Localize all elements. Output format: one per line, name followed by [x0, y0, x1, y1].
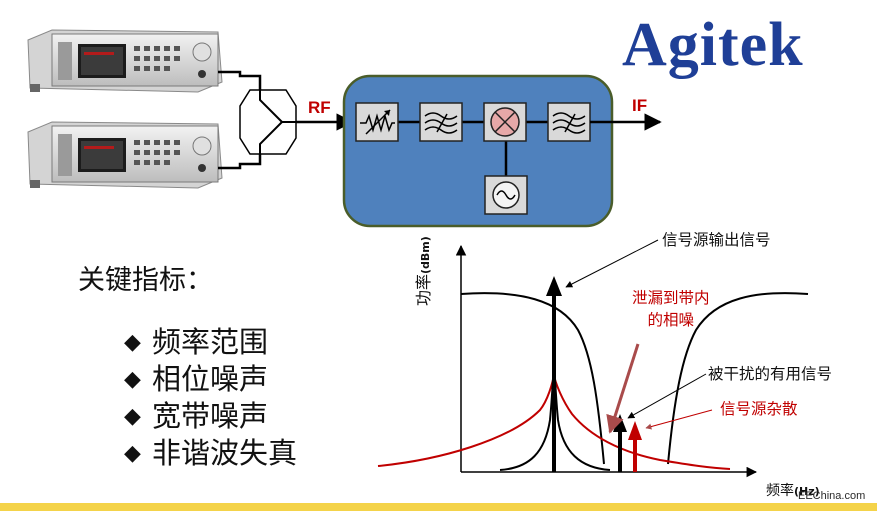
- filter-response-right: [667, 292, 809, 465]
- spectrum-plot: [377, 239, 809, 478]
- filter-icon: [419, 102, 463, 142]
- y-axis-label: 功率(dBm): [410, 236, 434, 306]
- spur-annotation: 信号源杂散: [720, 400, 798, 418]
- receiver-block: [342, 74, 614, 228]
- indicator-label: 相位噪声: [152, 362, 269, 396]
- y-axis-unit: (dBm): [419, 236, 432, 274]
- key-indicators-list: ◆ 频率范围 ◆ 相位噪声 ◆ 宽带噪声 ◆ 非谐波失真: [124, 324, 297, 472]
- filter-response-left: [460, 292, 605, 465]
- indicator-label: 频率范围: [152, 325, 269, 359]
- interfered-signal-annotation: 被干扰的有用信号: [708, 365, 833, 383]
- if-label: IF: [632, 96, 648, 115]
- rf-label: RF: [308, 98, 331, 117]
- generator-cables: [218, 70, 262, 170]
- mixer-icon: [483, 102, 527, 142]
- attenuator-icon: [355, 102, 399, 142]
- list-item: ◆ 非谐波失真: [124, 435, 297, 472]
- indicator-label: 宽带噪声: [152, 399, 269, 433]
- leak-annotation: 泄漏到带内 的相噪: [632, 287, 710, 331]
- list-item: ◆ 频率范围: [124, 324, 297, 361]
- list-item: ◆ 宽带噪声: [124, 398, 297, 435]
- diamond-bullet-icon: ◆: [124, 367, 141, 392]
- spur-pointer: [645, 409, 713, 430]
- source-output-pointer: [565, 239, 659, 288]
- watermark: EEChina.com: [798, 490, 866, 502]
- phase-noise-curve: [377, 375, 731, 470]
- combiner-icon: [239, 89, 297, 155]
- diamond-bullet-icon: ◆: [124, 441, 141, 466]
- x-axis-label: 频率(Hz): [766, 480, 820, 500]
- y-axis-label-text: 功率: [414, 273, 433, 306]
- leak-pointer: [606, 343, 640, 434]
- signal-chain: [398, 120, 548, 176]
- leak-annotation-line2: 的相噪: [647, 311, 695, 329]
- list-item: ◆ 相位噪声: [124, 361, 297, 398]
- footer-bar: [0, 503, 877, 511]
- interfered-pointer: [627, 373, 707, 419]
- diamond-bullet-icon: ◆: [124, 330, 141, 355]
- oscillator-icon: [484, 175, 528, 215]
- source-output-annotation: 信号源输出信号: [662, 231, 771, 249]
- indicator-label: 非谐波失真: [152, 436, 298, 470]
- diamond-bullet-icon: ◆: [124, 404, 141, 429]
- signal-generator-1: [27, 29, 223, 93]
- x-axis-label-text: 频率: [766, 483, 794, 499]
- filter-icon-2: [547, 102, 591, 142]
- signal-generator-2: [27, 121, 223, 189]
- key-indicators-title: 关键指标：: [78, 265, 213, 296]
- agitek-logo: Agitek: [622, 11, 804, 79]
- leak-annotation-line1: 泄漏到带内: [632, 289, 710, 307]
- x-axis-unit: (Hz): [794, 485, 820, 498]
